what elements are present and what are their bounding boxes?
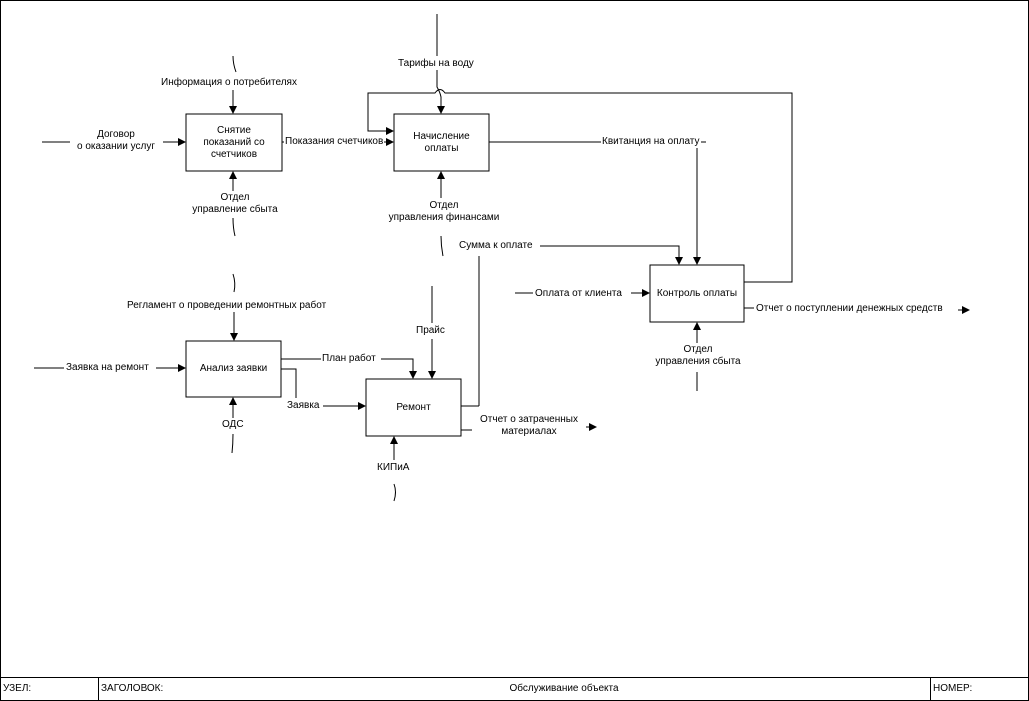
box-meter-readings-label: Снятие показаний со счетчиков [203,124,265,160]
arrow-sales-dept-1 [233,172,235,237]
arrow-amount-due [478,245,679,406]
label-sales-dept-2: Отдел управления сбыта [650,344,746,368]
footer-title-value: Обслуживание объекта [509,683,619,694]
label-finance-dept: Отдел управления финансами [381,200,507,224]
box-payment-control-label: Контроль оплаты [656,287,738,299]
label-payment-receipt: Квитанция на оплату [601,136,701,148]
arrow-finance-dept [441,172,443,257]
label-funds-report: Отчет о поступлении денежных средств [755,303,944,315]
label-kipia: КИПиА [376,462,411,474]
label-water-tariffs: Тарифы на воду [397,58,475,70]
label-price-list: Прайс [415,325,446,337]
arrow-ods [232,398,233,454]
footer-title-label: ЗАГОЛОВОК: [98,678,198,701]
label-request: Заявка [286,400,321,412]
footer-node-label: УЗЕЛ: [3,683,32,694]
label-ods: ОДС [221,419,245,431]
label-repair-regulation: Регламент о проведении ремонтных работ [126,300,328,312]
arrow-funds-report [744,308,969,310]
arrow-request [281,368,365,406]
arrow-repair-regulation [233,273,235,340]
label-consumer-info: Информация о потребителях [160,77,298,89]
footer-number-label: НОМЕР: [930,678,1028,701]
label-service-contract: Договор о оказании услуг [70,129,162,153]
box-request-analysis-label: Анализ заявки [199,363,268,374]
arrow-water-tariffs [437,14,441,113]
label-meter-values: Показания счетчиков [284,136,385,148]
label-repair-request: Заявка на ремонт [65,362,150,374]
title-block: УЗЕЛ: ЗАГОЛОВОК: Обслуживание объекта НО… [1,677,1028,701]
label-work-plan: План работ [321,353,377,365]
label-client-payment: Оплата от клиента [534,288,623,300]
label-materials-report: Отчет о затраченных материалах [472,414,586,438]
arrow-feedback-loop [367,89,793,283]
arrow-work-plan [281,358,413,378]
box-repair-label: Ремонт [396,401,431,413]
box-billing-label: Начисление оплаты [413,130,470,154]
arrow-kipia [394,437,396,502]
arrow-consumer-info [233,55,236,113]
label-amount-due: Сумма к оплате [458,240,534,252]
label-sales-dept-1: Отдел управление сбыта [186,192,284,216]
